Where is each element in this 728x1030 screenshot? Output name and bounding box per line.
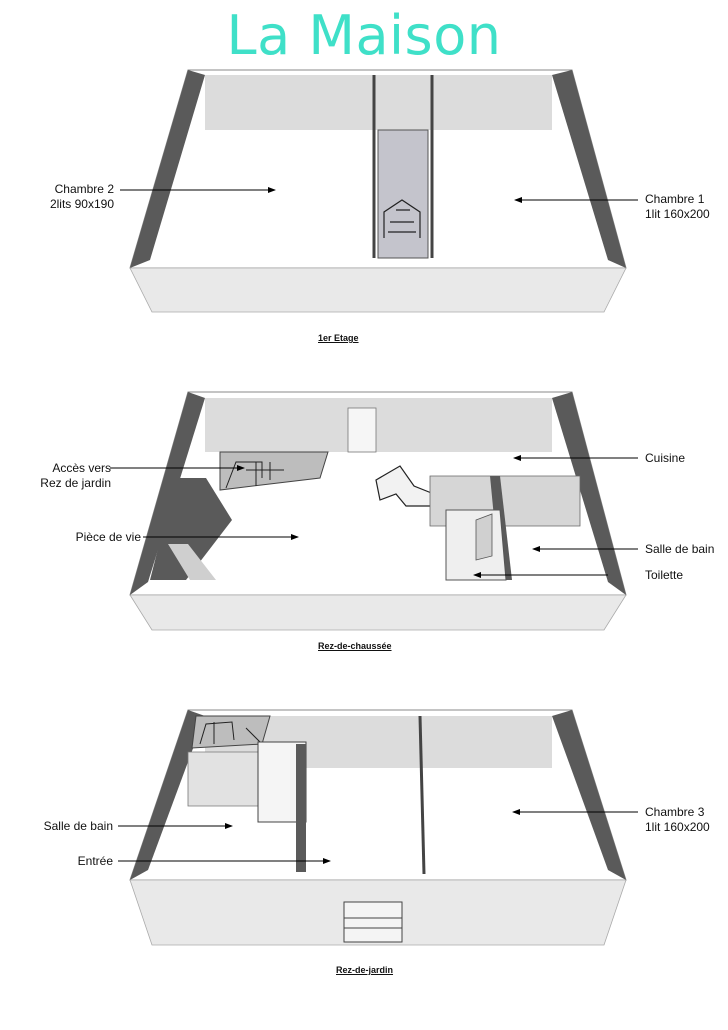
- room-label-piece-de-vie: Pièce de vie: [75, 530, 141, 544]
- front-wall: [129, 267, 627, 313]
- staircase: [199, 721, 263, 745]
- floor-caption: 1er Etage: [318, 333, 359, 343]
- room-label-chambre-2: Chambre 2 2lits 90x190: [49, 182, 114, 211]
- room-label-salle-de-bain: Salle de bain: [43, 819, 113, 833]
- interior-wall: [296, 744, 306, 872]
- room-label-entree: Entrée: [77, 854, 113, 868]
- right-wall: [552, 70, 626, 268]
- room-label-toilette: Toilette: [645, 568, 684, 582]
- room-label-cuisine: Cuisine: [645, 451, 686, 465]
- toilet-door: [475, 513, 493, 561]
- floor-caption: Rez-de-jardin: [336, 965, 394, 975]
- room-label-chambre-3: Chambre 3 1lit 160x200: [645, 805, 710, 834]
- plan-rez-de-jardin: [118, 709, 638, 946]
- door-opening: [347, 407, 377, 453]
- front-wall: [129, 594, 627, 631]
- room-label-salle-de-bain: Salle de bain: [645, 542, 715, 556]
- staircase: [383, 199, 421, 238]
- back-wall: [205, 398, 552, 452]
- left-wall: [130, 392, 205, 595]
- room-label-chambre-1: Chambre 1 1lit 160x200: [645, 192, 710, 221]
- entrance-door: [343, 901, 403, 943]
- plan-rez-de-chaussee: [110, 391, 638, 631]
- plan-1er-etage: [120, 69, 638, 313]
- bathroom-wall-back: [187, 751, 261, 807]
- left-wall: [130, 710, 205, 880]
- staircase: [225, 461, 284, 489]
- interior-wall-left-light: [168, 544, 216, 580]
- page-title: La Maison: [226, 4, 502, 67]
- right-wall: [552, 710, 626, 880]
- stairwell: [377, 129, 429, 259]
- room-label-acces-rez-de-jardin: Accès vers Rez de jardin: [40, 461, 111, 490]
- left-wall: [130, 70, 205, 268]
- partition-wall: [418, 715, 426, 875]
- back-wall: [205, 75, 552, 130]
- floor-caption: Rez-de-chaussée: [318, 641, 392, 651]
- right-wall: [552, 392, 626, 595]
- interior-wall-left: [150, 478, 232, 580]
